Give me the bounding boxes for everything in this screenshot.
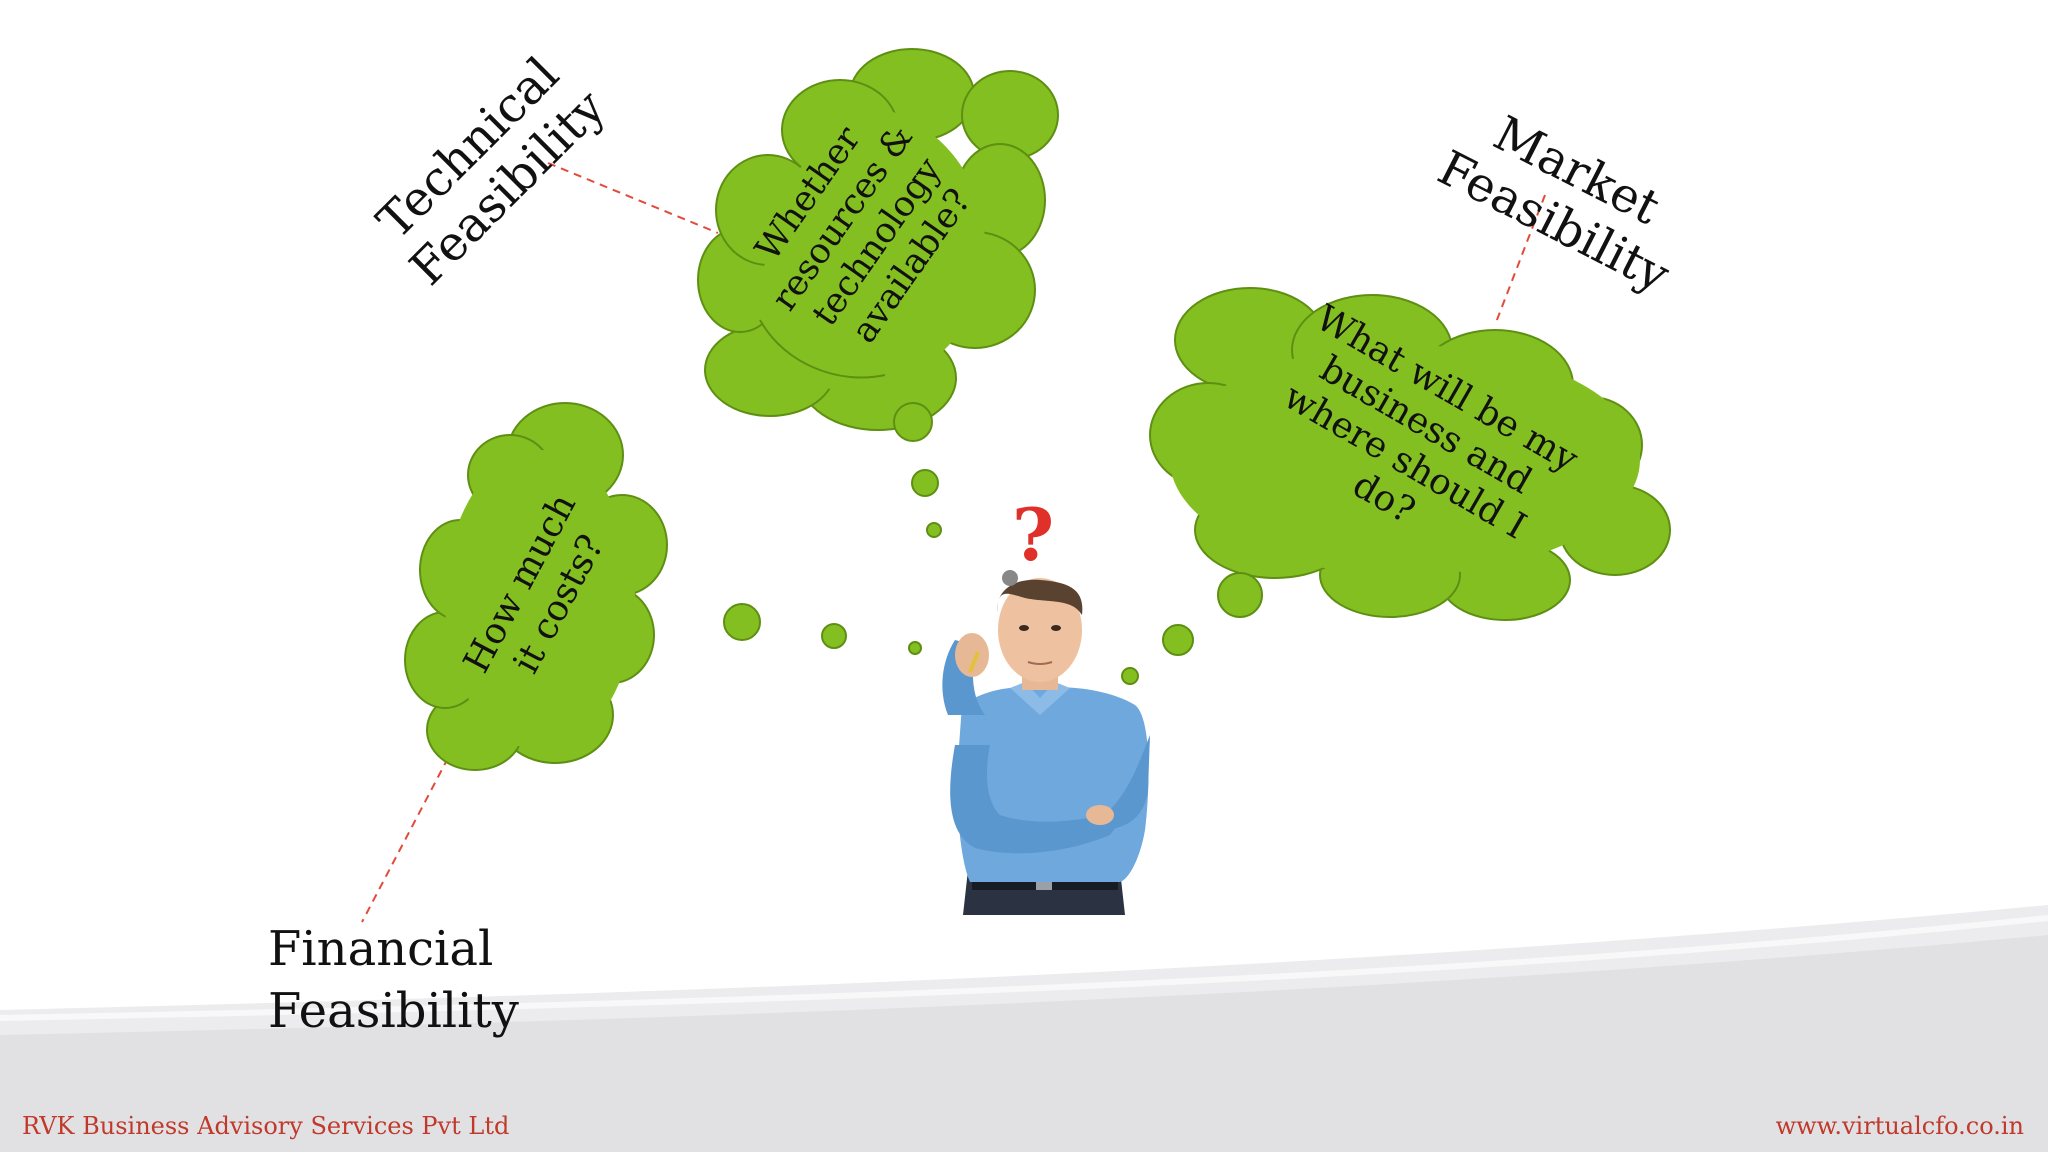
- financial-connector-line: [361, 757, 449, 923]
- technical-connector-line: [547, 162, 719, 234]
- question-mark-icon: ?: [1012, 492, 1054, 577]
- footer-company: RVK Business Advisory Services Pvt Ltd: [22, 1112, 510, 1140]
- thought-bubbles: [723, 402, 1263, 685]
- market-connector-line: [1494, 194, 1546, 326]
- footer-wave: [0, 905, 2048, 1152]
- thinking-man-illustration: [942, 578, 1150, 915]
- footer-website-link[interactable]: www.virtualcfo.co.in: [1775, 1112, 2024, 1140]
- financial-label-line2: Feasibility: [268, 983, 519, 1039]
- question-mark-dot: [1002, 570, 1018, 586]
- financial-label-line1: Financial: [268, 921, 494, 977]
- financial-feasibility-label: Financial Feasibility: [268, 918, 519, 1042]
